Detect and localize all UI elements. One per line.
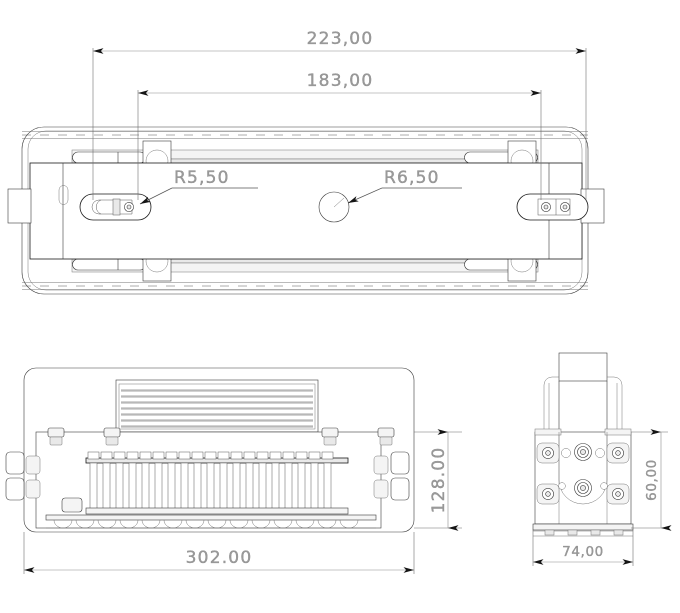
side-view-bolt-top-left: [536, 442, 560, 464]
side-view-cap-right: [604, 428, 632, 436]
side-view-bolt-bottom-left: [536, 483, 560, 505]
front-view-bolt-row: [47, 427, 395, 446]
side-view-neck: [558, 352, 608, 382]
dimension-group-top: 223,00 183,00: [92, 29, 587, 200]
top-view-mount-slot-right: [516, 193, 589, 221]
front-view-bracket-right: [373, 451, 410, 501]
top-view: [7, 126, 605, 295]
leader-line-r650: [347, 187, 383, 204]
dimension-group-front: 128.00 302.00: [23, 429, 462, 574]
leader-line-r550: [139, 187, 173, 205]
top-view-slot-upper-left: [72, 151, 146, 164]
side-view-base-plate: [532, 523, 634, 537]
dimension-group-side: 60,00 74,00: [532, 429, 672, 566]
radius-callout-r550: R5,50: [139, 168, 258, 205]
top-view-vent-oval: [58, 185, 69, 205]
top-view-tab-left: [7, 188, 32, 224]
front-view: [5, 367, 415, 533]
side-view-boss-upper: [574, 443, 592, 461]
dim-label-128: 128.00: [429, 447, 449, 514]
top-view-fin-ticks-upper: [22, 131, 588, 139]
front-view-lens-strip: [45, 514, 377, 529]
dim-label-60: 60,00: [644, 459, 660, 501]
dim-label-302: 302.00: [186, 548, 253, 568]
side-view-hole-right: [595, 448, 605, 458]
side-view-boss-lower: [574, 479, 592, 497]
front-view-heatsink: [115, 379, 319, 433]
radius-label-r550: R5,50: [174, 168, 230, 188]
side-view-cap-left: [534, 428, 562, 436]
top-view-slot-lower-left: [72, 258, 146, 271]
top-view-mount-slot-left: [79, 193, 152, 221]
top-view-rail-lower: [71, 258, 539, 273]
dim-label-74: 74,00: [562, 544, 604, 560]
radius-label-r650: R6,50: [384, 168, 440, 188]
top-view-fin-ticks-lower: [22, 282, 588, 290]
radius-callout-r650: R6,50: [347, 168, 462, 204]
front-view-bracket-left: [5, 451, 41, 501]
dim-label-183: 183,00: [307, 71, 374, 91]
side-view-pin-left: [558, 482, 566, 490]
side-view: [532, 352, 634, 537]
side-view-pin-right: [600, 482, 608, 490]
dim-label-223: 223,00: [307, 29, 374, 49]
side-view-bolt-top-right: [606, 442, 630, 464]
front-view-led-module-array: [85, 451, 349, 515]
side-view-bolt-bottom-right: [606, 483, 630, 505]
side-view-yoke-arms: [543, 376, 623, 429]
front-view-corner-boss: [61, 497, 83, 513]
side-view-hole-left: [561, 448, 571, 458]
top-view-center-hole-radius-line: [333, 197, 345, 208]
